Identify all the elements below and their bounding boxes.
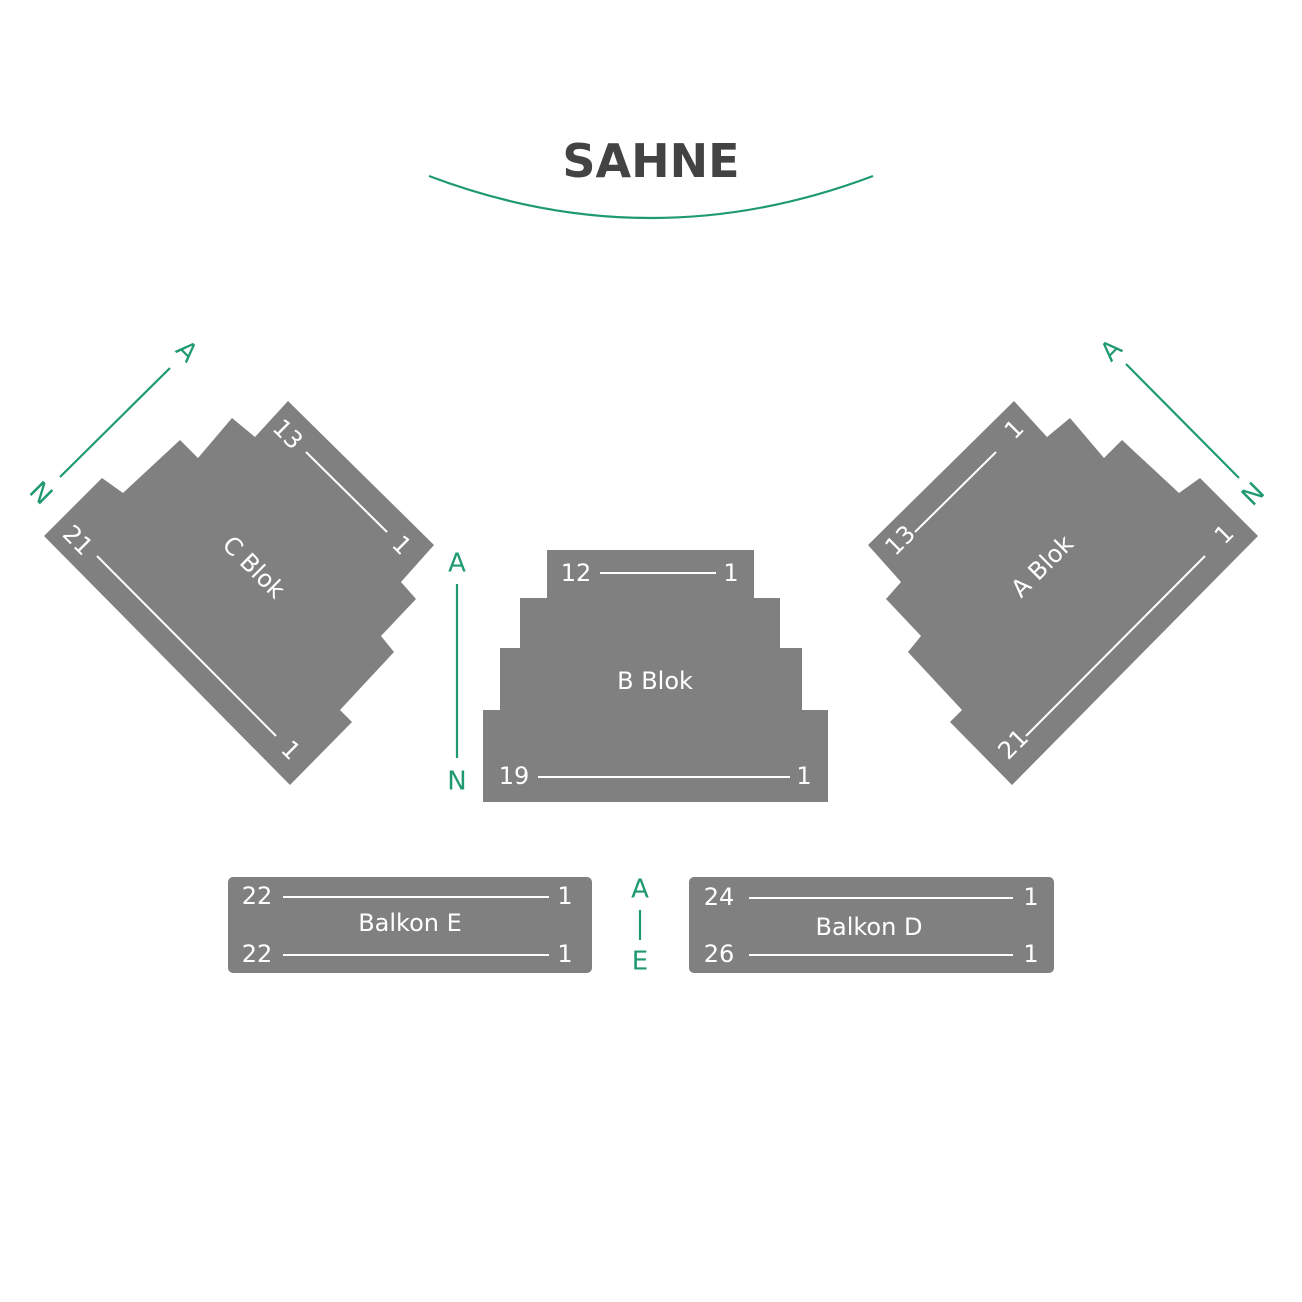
block-a[interactable]: 13 1 21 1 A Blok bbox=[868, 401, 1258, 785]
block-c-bottom-row-line bbox=[96, 555, 277, 737]
block-c-row-to: N bbox=[23, 476, 58, 511]
balkon-e-row2-start: 22 bbox=[242, 940, 273, 968]
block-b-label: B Blok bbox=[617, 667, 693, 695]
balkon-d-label: Balkon D bbox=[816, 913, 923, 941]
block-b-bottom-row-start: 19 bbox=[499, 762, 530, 790]
balkon-d-row1-end: 1 bbox=[1023, 883, 1038, 911]
balkon-e-row2-end: 1 bbox=[557, 940, 572, 968]
balkon-d-row2-end: 1 bbox=[1023, 940, 1038, 968]
block-b-top-row-end: 1 bbox=[723, 559, 738, 587]
balkon-d-row2-start: 26 bbox=[704, 940, 735, 968]
block-b-top-row-start: 12 bbox=[561, 559, 592, 587]
block-b-row-guide: A N bbox=[447, 549, 466, 797]
stage-label: SAHNE bbox=[562, 134, 739, 188]
block-a-row-from: A bbox=[1095, 334, 1129, 368]
balkon-e[interactable]: 22 1 22 1 Balkon E bbox=[228, 877, 592, 973]
block-b-row-from: A bbox=[448, 549, 466, 579]
balkon-e-label: Balkon E bbox=[358, 909, 462, 937]
block-a-top-row-line bbox=[914, 451, 997, 533]
block-b-bottom-row-end: 1 bbox=[796, 762, 811, 790]
block-b-shape[interactable] bbox=[483, 550, 828, 802]
block-c[interactable]: 13 1 21 1 C Blok bbox=[44, 401, 434, 785]
block-b-row-to: N bbox=[447, 767, 466, 797]
balkon-e-shape[interactable] bbox=[228, 877, 592, 973]
block-a-bottom-row-line bbox=[1025, 555, 1206, 737]
balkon-d[interactable]: 24 1 26 1 Balkon D bbox=[689, 877, 1054, 973]
block-a-row-to: N bbox=[1236, 477, 1271, 512]
block-a-shape[interactable] bbox=[868, 401, 1258, 785]
balkon-e-row1-end: 1 bbox=[557, 882, 572, 910]
block-c-top-row-line bbox=[305, 451, 388, 533]
balkon-row-guide: A E bbox=[631, 875, 649, 977]
block-b[interactable]: 12 1 19 1 B Blok bbox=[483, 550, 828, 802]
balkon-row-from: A bbox=[631, 875, 649, 905]
balkon-d-row1-start: 24 bbox=[704, 883, 735, 911]
block-c-row-from: A bbox=[169, 335, 203, 369]
balkon-row-to: E bbox=[632, 947, 648, 977]
balkon-d-shape[interactable] bbox=[689, 877, 1054, 973]
balkon-e-row1-start: 22 bbox=[242, 882, 273, 910]
block-c-shape[interactable] bbox=[44, 401, 434, 785]
stage-curve bbox=[428, 174, 874, 220]
